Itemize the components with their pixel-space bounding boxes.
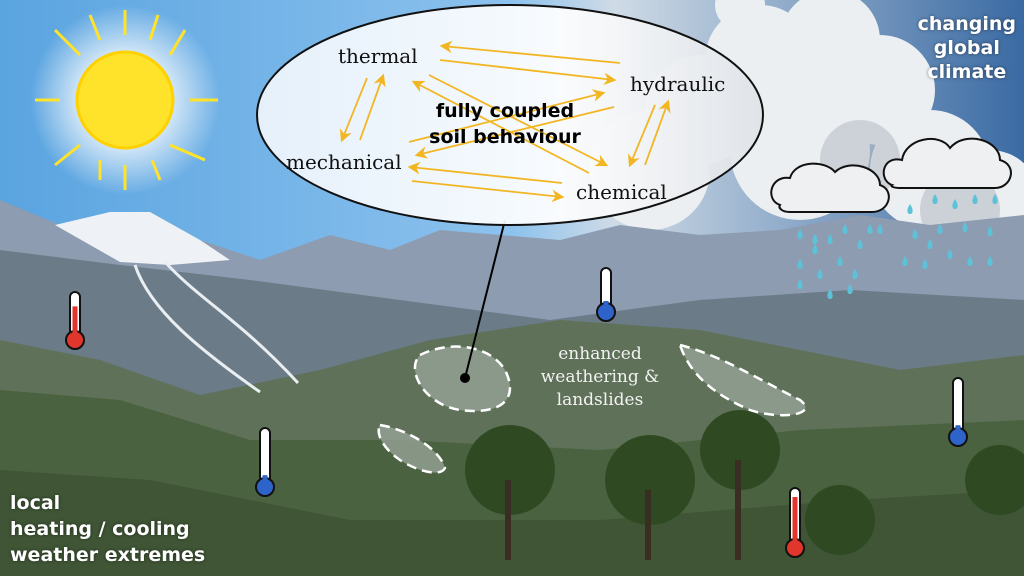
- raindrop-icon: [812, 234, 818, 244]
- thermometer-hot-icon: [785, 487, 805, 558]
- raindrop-icon: [992, 194, 998, 204]
- foreground-hills: [0, 470, 1024, 576]
- raindrop-icon: [987, 256, 993, 266]
- raindrop-icon: [947, 249, 953, 259]
- raindrop-icon: [817, 269, 823, 279]
- thermometer-hot-icon: [65, 291, 85, 350]
- label-line: local: [10, 492, 61, 514]
- center-title-line: soil behaviour: [429, 126, 581, 148]
- raindrop-icon: [937, 224, 943, 234]
- raindrop-icon: [837, 256, 843, 266]
- label-line: weathering &: [540, 367, 660, 387]
- raindrop-icon: [927, 239, 933, 249]
- raindrop-icon: [902, 256, 908, 266]
- raindrop-icon: [857, 239, 863, 249]
- snow-cap: [55, 212, 230, 265]
- node-hydraulic: hydraulic: [630, 72, 726, 96]
- snow-gully: [133, 264, 261, 394]
- raindrop-icon: [967, 256, 973, 266]
- raindrop-icon: [797, 279, 803, 289]
- raindrop-icon: [812, 244, 818, 254]
- raindrop-icon: [842, 224, 848, 234]
- raindrop-icon: [962, 222, 968, 232]
- raindrop-icon: [852, 269, 858, 279]
- trees: [465, 410, 1024, 560]
- snow-gully: [163, 260, 300, 385]
- raindrop-icon: [827, 289, 833, 299]
- label-line: enhanced: [558, 344, 642, 364]
- rain-cloud-icon: [770, 137, 1012, 213]
- raindrop-icon: [847, 284, 853, 294]
- label-line: landslides: [556, 390, 644, 410]
- center-title: fully coupled soil behaviour: [405, 98, 605, 150]
- local-weather-label: local heating / cooling weather extremes: [10, 490, 205, 568]
- raindrop-icon: [972, 194, 978, 204]
- pointer-line: [464, 219, 506, 379]
- node-chemical: chemical: [576, 180, 667, 204]
- raindrop-icon: [797, 259, 803, 269]
- thermometer-cold-icon: [596, 267, 616, 322]
- raindrop-icon: [877, 224, 883, 234]
- raindrop-icon: [922, 259, 928, 269]
- label-line: global: [933, 37, 1000, 59]
- node-thermal: thermal: [338, 44, 418, 68]
- label-line: changing: [917, 13, 1016, 35]
- raindrop-icon: [827, 234, 833, 244]
- raindrop-icon: [912, 229, 918, 239]
- raindrop-icon: [907, 204, 913, 214]
- global-climate-label: changing global climate: [918, 12, 1016, 84]
- raindrop-icon: [867, 224, 873, 234]
- node-mechanical: mechanical: [286, 150, 402, 174]
- sun-icon: [35, 10, 218, 190]
- coupling-ellipse: [256, 4, 764, 226]
- weathering-label: enhanced weathering & landslides: [520, 343, 680, 412]
- raindrops: [797, 194, 998, 299]
- thermometer-cold-icon: [255, 427, 275, 497]
- raindrop-icon: [797, 229, 803, 239]
- raindrop-icon: [987, 226, 993, 236]
- raindrop-icon: [952, 199, 958, 209]
- thermometer-cold-icon: [948, 377, 968, 447]
- label-line: heating / cooling: [10, 518, 190, 540]
- raindrop-icon: [932, 194, 938, 204]
- coupling-arrows: [339, 40, 671, 203]
- center-title-line: fully coupled: [435, 100, 575, 122]
- label-line: climate: [927, 61, 1007, 83]
- label-line: weather extremes: [10, 544, 206, 566]
- thermometers: [65, 267, 968, 558]
